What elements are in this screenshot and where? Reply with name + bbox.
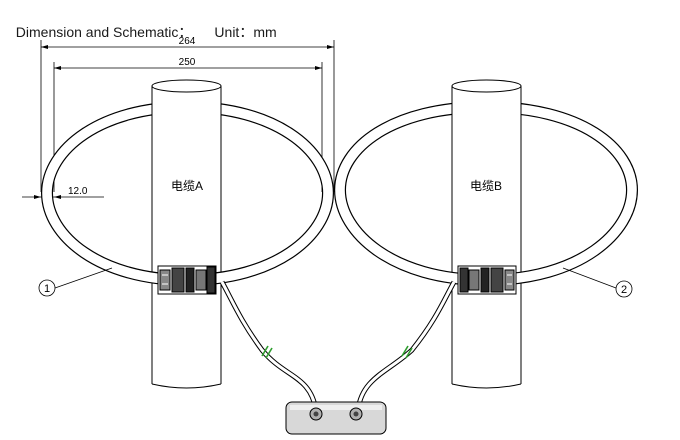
callout-right-label: 2	[621, 284, 627, 296]
callout-left	[38, 267, 113, 297]
callout-left-label: 1	[44, 283, 50, 295]
cable-b-label: 电缆B	[470, 179, 502, 193]
cable-b-occlude-top	[452, 98, 521, 118]
dim-outer-label: 264	[179, 36, 196, 47]
connector-a	[157, 265, 217, 295]
dimension-arrows	[34, 45, 334, 199]
cable-a-label: 电缆A	[171, 179, 203, 193]
cable-a-occlude-top	[152, 98, 221, 118]
cable-b	[451, 79, 522, 389]
coil-ring-left	[40, 100, 335, 287]
coil-ring-right	[333, 100, 639, 287]
break-marks	[261, 345, 413, 359]
lead-wires	[219, 280, 457, 411]
header-title: Dimension and Schematic：	[15, 24, 193, 40]
diagram-header: Dimension and Schematic： Unit：mm	[8, 6, 668, 40]
connector-b	[457, 265, 517, 295]
dim-inner-label: 250	[179, 57, 196, 68]
cable-a	[151, 79, 222, 389]
callout-right	[562, 267, 633, 298]
header-unit: Unit：mm	[214, 24, 277, 40]
junction-box	[285, 401, 387, 435]
dim-thickness-label: 12.0	[68, 186, 88, 197]
